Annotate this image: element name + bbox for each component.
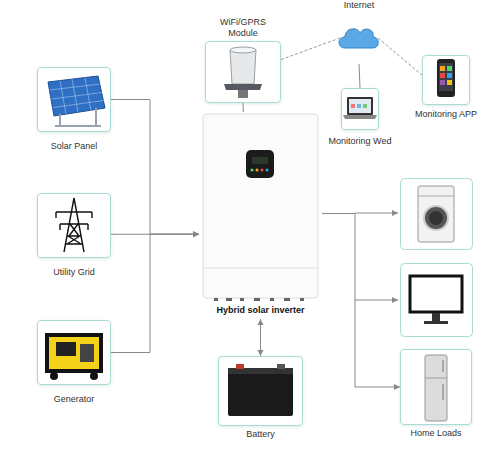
power-line — [111, 100, 199, 235]
power-line — [359, 64, 360, 88]
node-label: Internet — [330, 0, 388, 11]
inverter-art — [203, 114, 318, 301]
node-frame — [340, 12, 378, 64]
node-label: Solar Panel — [37, 141, 111, 152]
node-box: Generator — [37, 320, 111, 405]
node-box: WiFi/GPRS Module — [205, 17, 281, 103]
node-label: Monitoring APP — [406, 109, 486, 120]
node-box: Battery — [218, 356, 303, 440]
node-frame — [400, 349, 472, 425]
node-frame — [205, 41, 281, 103]
node-box: Solar Panel — [37, 67, 111, 152]
generator-art — [46, 334, 102, 380]
node-label: Hybrid solar inverter — [199, 305, 322, 316]
node-frame — [37, 67, 111, 132]
load-box — [401, 179, 473, 250]
laptop-art — [343, 97, 377, 119]
node-frame — [199, 112, 322, 300]
power-line — [243, 103, 244, 112]
node-label: Monitoring Wed — [325, 136, 395, 147]
node-label: Utility Grid — [37, 267, 111, 278]
dashed-link — [281, 38, 340, 60]
power-line — [111, 234, 199, 352]
solar-panel-art — [48, 76, 105, 126]
node-frame — [422, 55, 470, 105]
node-frame — [218, 356, 303, 426]
monitor-art — [410, 276, 462, 324]
load-wires — [355, 213, 398, 300]
node-label: Generator — [37, 394, 111, 405]
pylon-art — [56, 198, 92, 252]
node-frame — [341, 88, 379, 130]
node-box: Monitoring Wed — [325, 88, 395, 147]
node-box: Home Loads — [400, 349, 472, 439]
node-label: WiFi/GPRS Module — [215, 17, 271, 39]
power-line — [111, 234, 199, 235]
dashed-link — [378, 38, 422, 75]
node-frame — [37, 193, 111, 258]
node-label: Home Loads — [400, 428, 472, 439]
power-line — [260, 319, 261, 356]
wifi-module-art — [224, 47, 262, 98]
node-box: Internet — [330, 0, 388, 64]
cloud-art — [339, 29, 378, 48]
node-label: Battery — [218, 429, 303, 440]
fridge-art — [425, 355, 447, 421]
load-box — [401, 264, 473, 337]
node-frame — [37, 320, 111, 385]
battery-art — [228, 364, 293, 416]
phone-art — [437, 59, 455, 97]
power-line — [322, 214, 400, 387]
node-box: Utility Grid — [37, 193, 111, 278]
node-box: Hybrid solar inverter — [199, 112, 322, 316]
node-box: Monitoring APP — [406, 55, 486, 120]
washer-art — [418, 186, 454, 242]
